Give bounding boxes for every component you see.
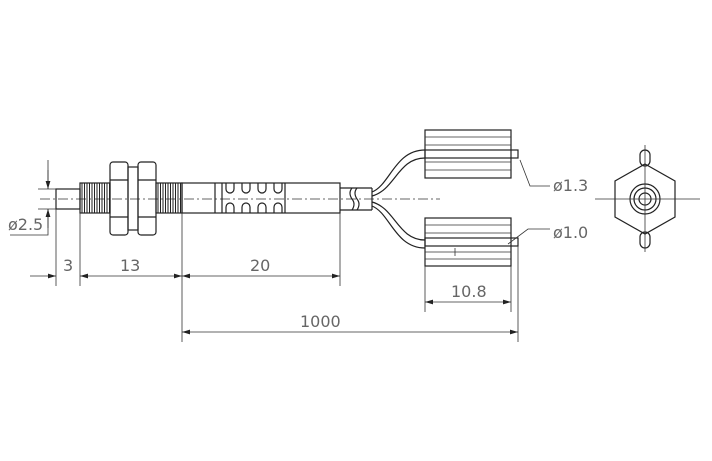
fiber-head-upper [424, 129, 519, 179]
washer [127, 166, 139, 231]
dim-tip-length: 3 [63, 256, 73, 275]
hex-nut-left [109, 161, 129, 236]
hex-nut-right [137, 161, 157, 236]
dim-sleeve-length: 20 [250, 256, 270, 275]
dim-total-length: 1000 [300, 312, 341, 331]
thread-hatching [81, 183, 181, 213]
dim-upper-fiber-diameter: ø1.3 [553, 176, 588, 195]
sleeve [181, 182, 341, 214]
dim-thread-length: 13 [120, 256, 140, 275]
dim-lower-fiber-diameter: ø1.0 [553, 223, 588, 242]
dim-head-length: 10.8 [451, 282, 487, 301]
end-view [595, 145, 700, 252]
fiber-head-lower [424, 217, 519, 267]
cable [340, 149, 426, 249]
dim-tip-diameter: ø2.5 [8, 215, 43, 234]
